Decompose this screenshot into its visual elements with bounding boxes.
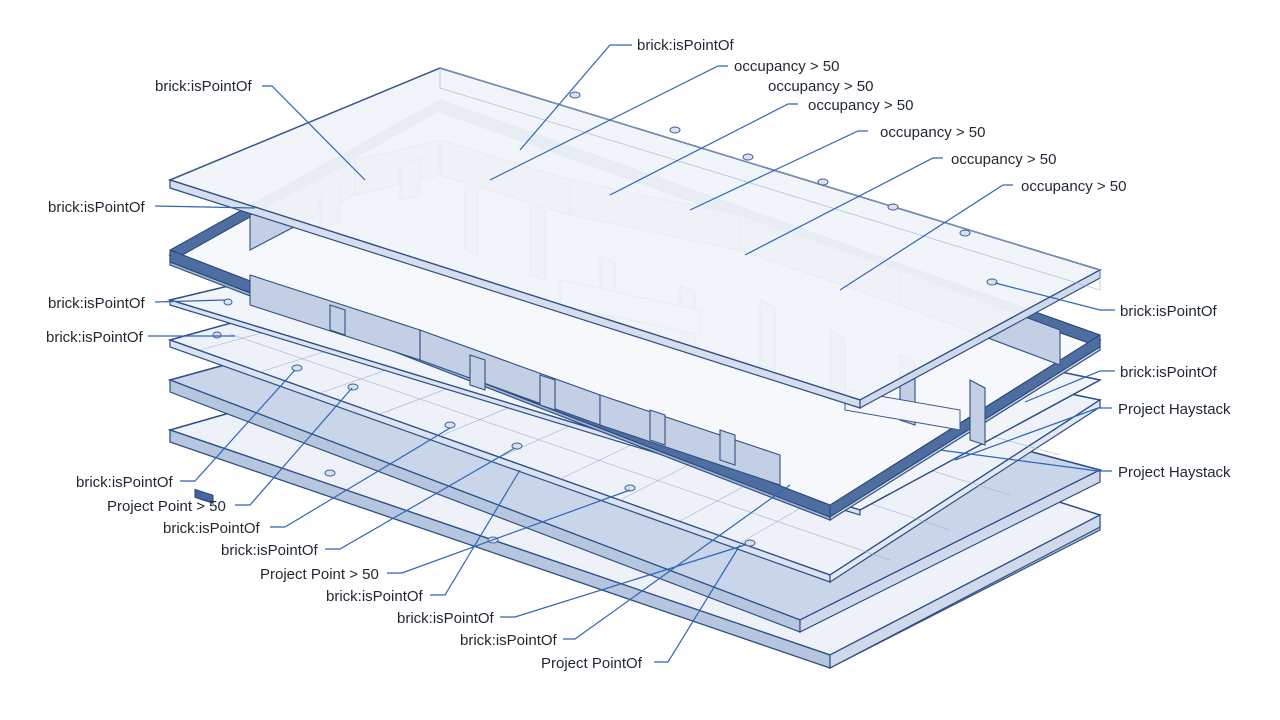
label-bottom-3: brick:isPointOf bbox=[163, 520, 261, 537]
roof-sensors bbox=[569, 91, 998, 286]
label-left-mid: brick:isPointOf bbox=[48, 199, 146, 216]
label-occupancy-2: occupancy > 50 bbox=[768, 78, 874, 95]
label-right-haystack-1: Project Haystack bbox=[1118, 401, 1231, 418]
label-bottom-4: brick:isPointOf bbox=[221, 542, 319, 559]
label-occupancy-4: occupancy > 50 bbox=[880, 124, 986, 141]
roof-plate bbox=[167, 67, 1102, 410]
label-bottom-9: Project PointOf bbox=[541, 655, 643, 672]
base-perimeter-blocks bbox=[194, 488, 214, 504]
label-bottom-6: brick:isPointOf bbox=[326, 588, 424, 605]
label-bottom-2: Project Point > 50 bbox=[107, 498, 226, 515]
label-right-1: brick:isPointOf bbox=[1120, 303, 1218, 320]
label-right-haystack-2: Project Haystack bbox=[1118, 464, 1231, 481]
label-top-center: brick:isPointOf bbox=[637, 37, 735, 54]
label-bottom-8: brick:isPointOf bbox=[460, 632, 558, 649]
label-occupancy-3: occupancy > 50 bbox=[808, 97, 914, 114]
label-left-top: brick:isPointOf bbox=[155, 78, 253, 95]
leader-lines bbox=[148, 44, 1115, 663]
label-left-low-2: brick:isPointOf bbox=[46, 329, 144, 346]
label-occupancy-5: occupancy > 50 bbox=[951, 151, 1057, 168]
annotation-labels: brick:isPointOf brick:isPointOf occupanc… bbox=[46, 37, 1231, 672]
label-left-low-1: brick:isPointOf bbox=[48, 295, 146, 312]
label-bottom-5: Project Point > 50 bbox=[260, 566, 379, 583]
label-bottom-7: brick:isPointOf bbox=[397, 610, 495, 627]
label-right-2: brick:isPointOf bbox=[1120, 364, 1218, 381]
label-bottom-1: brick:isPointOf bbox=[76, 474, 174, 491]
label-occupancy-1: occupancy > 50 bbox=[734, 58, 840, 75]
label-occupancy-6: occupancy > 50 bbox=[1021, 178, 1127, 195]
